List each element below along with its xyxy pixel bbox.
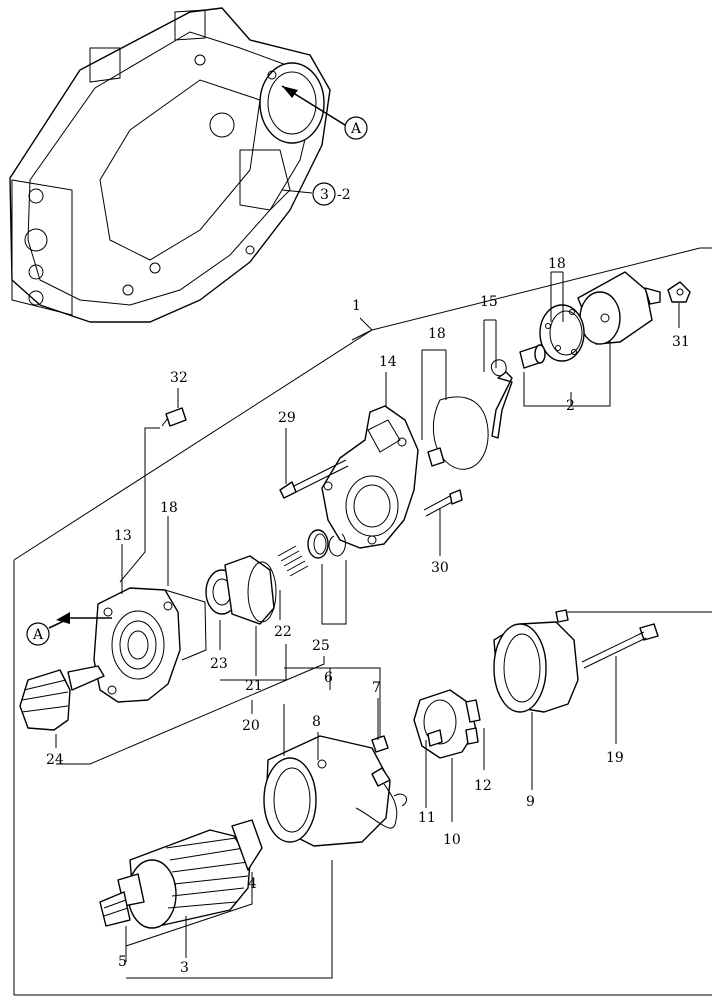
callout-15: 15 [480,294,498,310]
front-bracket [93,587,207,703]
callout-25: 25 [312,638,330,654]
screw-top [555,609,569,623]
through-bolt-29 [279,459,349,499]
stop-ring [307,529,329,559]
callout-18-gasket: 18 [428,326,446,342]
yoke-assembly [263,735,407,847]
gear-case [321,405,419,549]
brush-holder [413,689,481,759]
ref-a-left-circle [26,622,50,646]
ref-a-top-arrowhead [282,86,298,98]
callout-11: 11 [418,810,436,826]
bolt-32 [161,407,187,427]
overrunning-clutch [205,555,277,625]
terminal-cap [667,281,691,303]
callout-1: 1 [352,298,361,314]
pinion-shaft [19,665,105,731]
solenoid-switch [519,271,661,369]
bolt-30 [423,489,463,517]
callout-32: 32 [170,370,188,386]
shift-lever [490,359,513,439]
callout-19: 19 [606,750,624,766]
callout-4: 4 [248,876,257,892]
callout-24: 24 [46,752,64,768]
through-bolt-19 [581,623,659,669]
callout-7: 7 [372,680,381,696]
callout-14: 14 [379,354,397,370]
armature [99,819,263,929]
ref-3-circle [312,182,336,206]
callout-31: 31 [672,334,690,350]
ref-a-top: A [350,121,362,137]
callout-22: 22 [274,624,292,640]
ref-3: 3 [320,187,329,203]
rear-bracket [493,621,579,713]
callout-2: 2 [566,398,575,414]
callout-18-solenoid: 18 [548,256,566,272]
callout-20: 20 [242,718,260,734]
callout-23: 23 [210,656,228,672]
pinion-spring [277,545,309,577]
callout-21: 21 [245,678,263,694]
callout-9: 9 [526,794,535,810]
callout-29: 29 [278,410,296,426]
ref-a-left: A [32,627,44,643]
callout-6: 6 [324,670,333,686]
callout-5: 5 [118,954,127,970]
callout-30: 30 [431,560,449,576]
callout-3: 3 [180,960,189,976]
gasket-18 [427,396,489,470]
callout-13: 13 [114,528,132,544]
callout-18-bracket: 18 [160,500,178,516]
callout-12: 12 [474,778,492,794]
assembly-pointer [351,317,373,341]
ref-3-suffix: -2 [337,187,351,203]
ref-a-top-circle [344,116,368,140]
callout-8: 8 [312,714,321,730]
flywheel-housing [9,7,331,323]
snap-ring [328,533,346,557]
callout-10: 10 [443,832,461,848]
